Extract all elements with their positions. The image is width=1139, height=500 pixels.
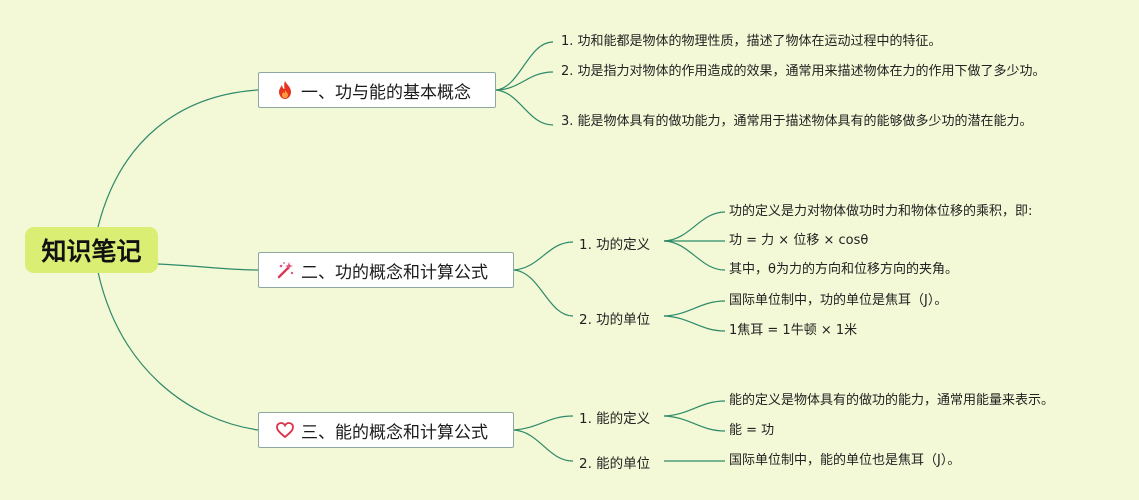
branch-2-sub-2-leaf-2: 1焦耳 = 1牛顿 × 1米 [729, 323, 858, 338]
link-b3s1-leaf-2 [663, 415, 726, 432]
branch-3-sub-1-leaf-1: 能的定义是物体具有的做功的能力，通常用能量来表示。 [729, 393, 1055, 408]
branch-1-leaf-2: 2. 功是指力对物体的作用造成的效果，通常用来描述物体在力的作用下做了多少功。 [561, 64, 1046, 79]
root-node[interactable]: 知识笔记 [25, 227, 158, 273]
link-root-branch-3 [97, 271, 259, 431]
branch-1-leaf-3: 3. 能是物体具有的做功能力，通常用于描述物体具有的能够做多少功的潜在能力。 [561, 114, 1033, 129]
branch-2-sub-1-leaf-2: 功 = 力 × 位移 × cosθ [729, 233, 869, 248]
link-b1-leaf-3 [495, 89, 554, 126]
link-b2-sub-1 [513, 241, 574, 271]
branch-node-1[interactable]: 一、功与能的基本概念 [258, 72, 496, 108]
branch-node-2[interactable]: 二、功的概念和计算公式 [258, 252, 514, 288]
branch-3-sub-1-leaf-2: 能 = 功 [729, 423, 775, 438]
branch-3-sub-1[interactable]: 1. 能的定义 [579, 411, 651, 427]
link-root-branch-1 [97, 89, 259, 228]
branch-2-sub-2-leaf-1: 国际单位制中，功的单位是焦耳（J）。 [729, 293, 948, 308]
link-b3-sub-2 [513, 429, 574, 462]
root-title: 知识笔记 [41, 237, 142, 266]
link-b2s1-leaf-1 [663, 211, 726, 242]
branch-3-sub-2[interactable]: 2. 能的单位 [579, 456, 651, 472]
branch-label-2: 二、功的概念和计算公式 [301, 262, 488, 283]
branch-2-sub-1[interactable]: 1. 功的定义 [579, 237, 651, 253]
link-b2s2-leaf-1 [663, 300, 726, 317]
link-b2-sub-2 [513, 269, 574, 317]
branch-2-sub-1-leaf-1: 功的定义是力对物体做功时力和物体位移的乘积，即: [729, 204, 1033, 219]
branch-2-sub-2[interactable]: 2. 功的单位 [579, 312, 651, 328]
branch-node-3[interactable]: 三、能的概念和计算公式 [258, 412, 514, 448]
fire-icon [275, 80, 295, 100]
branch-label-1: 一、功与能的基本概念 [301, 82, 471, 103]
link-b1-leaf-1 [495, 41, 554, 91]
link-b3s1-leaf-1 [663, 400, 726, 417]
link-b2s2-leaf-2 [663, 315, 726, 332]
branch-3-sub-2-leaf-1: 国际单位制中，能的单位也是焦耳（J）。 [729, 453, 961, 468]
branch-label-3: 三、能的概念和计算公式 [301, 422, 488, 443]
magic-wand-icon [275, 260, 295, 280]
heart-icon [275, 420, 295, 440]
branch-1-leaf-1: 1. 功和能都是物体的物理性质，描述了物体在运动过程中的特征。 [561, 34, 942, 49]
link-b1-leaf-2 [495, 71, 554, 91]
branch-2-sub-1-leaf-3: 其中，θ为力的方向和位移方向的夹角。 [729, 262, 958, 277]
link-b2s1-leaf-3 [663, 240, 726, 271]
link-b3-sub-1 [513, 415, 574, 431]
link-root-branch-2 [157, 263, 259, 271]
